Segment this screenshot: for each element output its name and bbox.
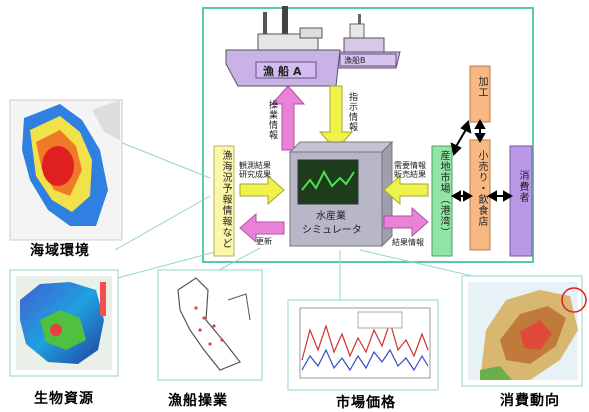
env-panel-label: 海域環境 bbox=[30, 243, 90, 259]
ship-a-label: 漁船A bbox=[263, 65, 306, 78]
price-panel-label: 市場価格 bbox=[336, 395, 396, 411]
simulator-title-1: 水産業 bbox=[316, 211, 346, 222]
ship-a-label-box bbox=[255, 61, 317, 79]
left-in-label: 観測結果 研究成果 bbox=[239, 161, 271, 179]
arrow-left-out bbox=[239, 212, 285, 244]
arrow-up-label: 操業情報 bbox=[267, 100, 277, 140]
demand-panel bbox=[461, 275, 587, 387]
arrow-up-info bbox=[270, 85, 306, 151]
ops-panel-label: 漁船操業 bbox=[168, 393, 228, 409]
simulator-box bbox=[288, 140, 394, 248]
bio-panel bbox=[9, 269, 119, 377]
ship-b-label: 漁船B bbox=[344, 56, 366, 65]
forecast-box bbox=[213, 145, 235, 257]
bio-panel-label: 生物資源 bbox=[34, 391, 94, 407]
arrow-left-in bbox=[239, 174, 285, 206]
left-out-label: 更新 bbox=[256, 237, 272, 246]
price-panel bbox=[287, 299, 439, 391]
ops-panel bbox=[157, 269, 263, 381]
simulator-title-2: シミュレータ bbox=[302, 225, 362, 236]
ship-b-label-box bbox=[339, 53, 397, 67]
arrow-right-out bbox=[383, 206, 429, 238]
arrow-down-info bbox=[318, 85, 354, 151]
demand-panel-label: 消費動向 bbox=[500, 393, 560, 409]
consumer-label: 消費者 bbox=[517, 170, 528, 203]
right-in-label: 需要情報 販売結果 bbox=[394, 161, 426, 179]
processing-label: 加工 bbox=[476, 76, 487, 98]
market-label: 産地市場（港湾） bbox=[438, 150, 449, 238]
right-out-label: 結果情報 bbox=[392, 238, 424, 247]
arrow-down-label: 指示情報 bbox=[347, 92, 357, 132]
double-arrows bbox=[450, 118, 514, 202]
retail-label: 小売り・飲食店 bbox=[476, 150, 487, 227]
forecast-label: 漁海況予報情報など bbox=[220, 150, 231, 249]
consumer-box bbox=[509, 145, 533, 257]
market-box bbox=[431, 145, 453, 257]
arrow-right-in bbox=[383, 174, 429, 206]
connector-lines bbox=[109, 139, 491, 300]
env-panel bbox=[9, 99, 123, 241]
